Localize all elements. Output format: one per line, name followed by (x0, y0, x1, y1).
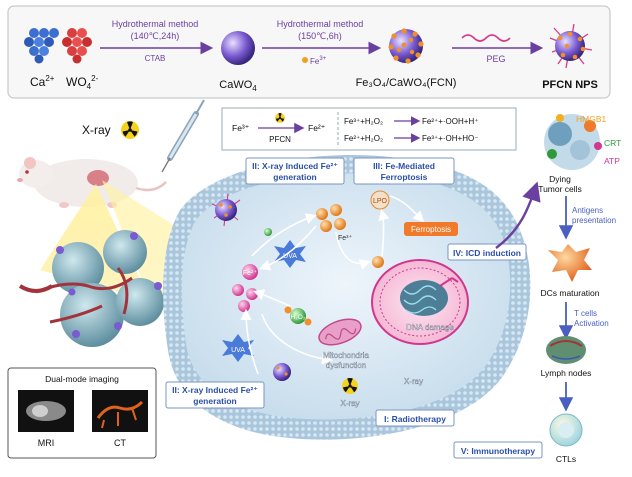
ct-image (92, 390, 148, 432)
svg-text:Ferroptosis: Ferroptosis (411, 225, 451, 234)
cawo4-sphere-icon (221, 31, 255, 65)
crt-label: CRT (604, 138, 621, 148)
svg-text:II: X-ray Induced Fe²⁺: II: X-ray Induced Fe²⁺ (252, 161, 338, 171)
ctl-cell-icon (549, 413, 583, 447)
svg-text:III: Fe-Mediated: III: Fe-Mediated (373, 161, 435, 171)
syringe-icon (161, 99, 205, 173)
peg-label: PEG (486, 54, 505, 64)
dcs-label: DCs maturation (540, 288, 599, 298)
inner-radiation-icon (342, 377, 358, 394)
svg-text:II: X-ray Induced Fe²⁺: II: X-ray Induced Fe²⁺ (172, 385, 258, 395)
oh-dot-small (264, 228, 272, 236)
tumor-mass-icon (18, 230, 164, 347)
radiation-icon (121, 121, 139, 139)
dna-damage-label: DNA damage (406, 323, 454, 332)
dying-tumor-cell-icon (544, 114, 602, 170)
reaction-box: Fe³⁺ PFCN Fe²⁺ Fe³⁺+H₂O₂ Fe²⁺+·OOH+H⁺ Fe… (221, 107, 517, 151)
lpo-icon: LPO (370, 190, 390, 210)
step1-conditions: (140℃,24h) (131, 31, 180, 41)
pfcn-nanoparticle-icon (549, 23, 593, 69)
inner-xray-label: X-ray (340, 399, 359, 408)
ctls-label: CTLs (556, 454, 576, 464)
tcell-label-1: T cells (574, 309, 597, 318)
tcell-label-2: Activation (574, 319, 609, 328)
uva-star-bottom: UVA (222, 334, 254, 362)
synthesis-panel: Ca2+ WO42- Hydrothermal method (140℃,24h… (7, 5, 611, 99)
pfcn-label: PFCN NPS (542, 79, 598, 91)
ca-ion-label: Ca2+ (30, 74, 55, 89)
svg-text:generation: generation (273, 172, 316, 182)
fe3-label: Fe³⁺ (338, 234, 353, 242)
dying-label-1: Dying (549, 174, 571, 184)
label-xray-fe2-bottom: II: X-ray Induced Fe²⁺ generation (165, 381, 265, 409)
h2o2-molecule-icon (284, 306, 312, 326)
mito-label: Mitochondria (323, 351, 369, 360)
ferroptosis-pill: Ferroptosis (404, 222, 458, 236)
step1-reagent: CTAB (145, 54, 166, 63)
hmgb1-label: HMGB1 (576, 114, 607, 124)
atp-label: ATP (604, 156, 620, 166)
nucleus-icon (371, 259, 469, 345)
svg-text:V: Immunotherapy: V: Immunotherapy (461, 446, 535, 456)
rxn2-right: Fe³⁺+·OH+HO⁻ (422, 134, 478, 143)
rxn-fe2: Fe²⁺ (308, 123, 325, 133)
wo4-ion-label: WO42- (66, 74, 99, 91)
fe3-dot-icon (372, 256, 384, 268)
imaging-title: Dual-mode imaging (45, 374, 119, 384)
rxn-radiation-icon (275, 113, 285, 123)
svg-text:dysfunction: dysfunction (326, 361, 366, 370)
label-xray-fe2-top: II: X-ray Induced Fe²⁺ generation (245, 157, 345, 185)
fcn-label: Fe₃O₄/CaWO₄(FCN) (356, 77, 457, 89)
label-fe-ferroptosis: III: Fe-Mediated Ferroptosis (353, 157, 455, 185)
svg-text:UVA: UVA (231, 347, 245, 354)
h2o2-label: H₂O₂ (291, 314, 306, 321)
peg-chain-icon (461, 34, 511, 42)
label-icd: IV: ICD induction (447, 243, 527, 261)
ca-ion-cluster-icon (24, 28, 59, 64)
rxn-catalyst: PFCN (269, 135, 291, 144)
rxn1-right: Fe²⁺+·OOH+H⁺ (422, 117, 478, 126)
cawo4-label: CaWO4 (219, 79, 257, 93)
step2-conditions: (150℃,6h) (298, 31, 342, 41)
svg-text:UVA: UVA (283, 253, 297, 260)
icd-arrow (495, 181, 541, 249)
rxn-fe3: Fe³⁺ (232, 123, 249, 133)
step2-method: Hydrothermal method (277, 19, 364, 29)
svg-text:Ferroptosis: Ferroptosis (381, 172, 428, 182)
antigen-label-2: presentation (572, 216, 616, 225)
antigen-label-1: Antigens (572, 206, 603, 215)
lymph-label: Lymph nodes (541, 368, 592, 378)
fe-dot-icon (302, 57, 308, 63)
fe3-cluster-icon (316, 204, 346, 232)
imaging-panel: Dual-mode imaging MRI CT (7, 367, 157, 459)
inner-xray-label-2: X-ray (404, 377, 423, 386)
uva-star-top: UVA (274, 240, 306, 268)
svg-text:IV: ICD induction: IV: ICD induction (453, 248, 521, 258)
pfcn-attached-icon (211, 193, 241, 227)
rxn2-left: Fe²⁺+H₂O₂ (344, 134, 383, 143)
fcn-particle-icon (388, 28, 424, 64)
svg-text:I: Radiotherapy: I: Radiotherapy (384, 414, 446, 424)
rxn1-left: Fe³⁺+H₂O₂ (344, 117, 383, 126)
dying-label-2: Tumor cells (538, 184, 582, 194)
fe2-label: Fe²⁺ (243, 269, 258, 277)
svg-text:generation: generation (193, 396, 236, 406)
svg-text:LPO: LPO (373, 198, 388, 205)
step2-reagent: Fe3+ (310, 56, 327, 66)
flow-arrows (240, 195, 425, 375)
ct-label: CT (114, 438, 126, 448)
pfcn-inner-icon (273, 363, 291, 381)
dendritic-cell-icon (548, 244, 592, 282)
xray-label: X-ray (82, 123, 111, 137)
label-immunotherapy: V: Immunotherapy (453, 441, 543, 459)
step1-method: Hydrothermal method (112, 19, 199, 29)
wo4-ion-cluster-icon (62, 28, 92, 64)
mri-label: MRI (38, 438, 55, 448)
lymph-node-icon (546, 336, 586, 364)
mitochondria-icon (318, 318, 362, 346)
label-radiotherapy: I: Radiotherapy (375, 409, 455, 427)
